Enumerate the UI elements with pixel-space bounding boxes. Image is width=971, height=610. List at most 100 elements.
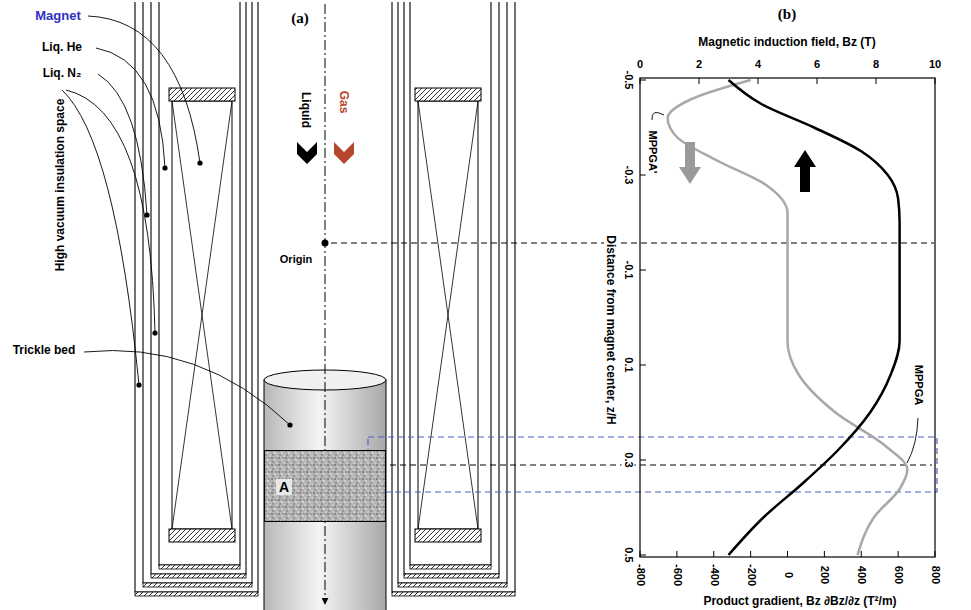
tick: [824, 551, 825, 557]
liquid-flow-chevron: [297, 142, 317, 164]
flow-label: Gas: [337, 89, 351, 116]
cryostat: [62, 2, 937, 610]
curve-label: MPPGA: [912, 363, 925, 407]
tick: [750, 551, 751, 557]
tick: [935, 78, 936, 84]
tick: [876, 78, 877, 84]
panel-label: (a): [289, 10, 311, 27]
vessel-bottom: [410, 565, 491, 569]
tick: [935, 551, 936, 557]
plot-frame: [640, 78, 935, 557]
leader-line: [96, 48, 165, 168]
region-a-guide: [390, 465, 932, 466]
vessel-bottom: [151, 574, 246, 578]
tick: [640, 365, 646, 366]
vessel-wall: [410, 2, 491, 565]
tick-label: -0.1: [622, 259, 635, 282]
leader-dot: [197, 160, 202, 165]
vessel-wall: [159, 2, 240, 565]
leader-line: [62, 90, 139, 385]
origin-dot: [322, 240, 329, 247]
coil-cap: [169, 88, 235, 101]
coil-cap: [169, 529, 235, 542]
field-curve: [729, 80, 900, 555]
tick-label: 0.1: [622, 355, 635, 374]
coil-cross: [418, 101, 478, 529]
axis-title: Product gradient, Bz ∂Bz/∂z (T²/m): [701, 594, 898, 608]
tick: [640, 78, 641, 84]
tick: [817, 78, 818, 84]
tick-label: 600: [892, 564, 905, 586]
part-label: Magnet: [33, 8, 83, 23]
tick: [758, 78, 759, 84]
region-label: A: [276, 479, 292, 495]
tick: [713, 551, 714, 557]
coil-cross: [172, 101, 232, 529]
bed-band: [265, 451, 386, 522]
vessel-bottom: [135, 592, 258, 596]
product-gradient-curve: [668, 80, 908, 555]
coil-cap: [415, 88, 481, 101]
axis-arrow: [679, 142, 701, 184]
vessel-bottom: [404, 574, 499, 578]
tick-label: -600: [670, 562, 683, 588]
tick-label: 8: [871, 58, 881, 71]
axis-arrow: [794, 150, 816, 192]
part-label: Trickle bed: [11, 343, 78, 357]
tick: [676, 551, 677, 557]
tick-label: -400: [707, 562, 720, 588]
leader-line: [652, 112, 664, 120]
panel-label: (b): [776, 6, 798, 23]
flow-label: Liquid: [299, 90, 313, 130]
part-label: Liq. He: [40, 40, 84, 54]
curve-label: MPPGA': [646, 129, 659, 176]
vessel-wall: [143, 2, 252, 583]
origin-guide: [331, 243, 934, 244]
tick-label: 0: [781, 570, 794, 580]
tick-label: 10: [927, 58, 943, 71]
tick-label: 400: [855, 564, 868, 586]
leader-line: [84, 351, 290, 425]
vessel-wall: [404, 2, 499, 574]
tick-label: 200: [818, 564, 831, 586]
tick-label: -0.3: [622, 164, 635, 187]
leader-line: [907, 418, 918, 463]
tick-label: 0: [635, 58, 645, 71]
chart: [640, 78, 935, 557]
tick-label: -200: [744, 562, 757, 588]
tick-label: 0.3: [622, 450, 635, 469]
leader-dot: [287, 422, 292, 427]
gas-flow-chevron: [334, 142, 354, 164]
tick: [640, 80, 646, 81]
vessel-bottom: [398, 583, 507, 587]
tick: [640, 551, 641, 557]
leader-line: [88, 16, 200, 163]
magnet-coil: [418, 101, 478, 529]
part-label: High vacuum insulation space: [53, 97, 67, 274]
bed-region: A: [264, 450, 386, 522]
part-label: Liq. N₂: [41, 66, 84, 80]
tick-label: 4: [753, 58, 763, 71]
tick: [640, 270, 646, 271]
vessel-wall: [398, 2, 507, 583]
vessel-bottom: [143, 583, 252, 587]
part-label: Origin: [278, 253, 314, 266]
vessel-bottom: [159, 565, 240, 569]
tick: [640, 460, 646, 461]
axis-title: Distance from magnet center, z/H: [604, 233, 618, 426]
magnet-coil: [172, 101, 232, 529]
leader-line: [66, 90, 155, 333]
coil-cap: [415, 529, 481, 542]
tick-label: 800: [929, 564, 942, 586]
leader-dot: [162, 165, 167, 170]
tick-label: 2: [694, 58, 704, 71]
region-a-frame: [368, 437, 937, 492]
tick: [898, 551, 899, 557]
vessel-bottom: [392, 592, 515, 596]
axis-title: Magnetic induction field, Bz (T): [696, 35, 877, 49]
tick-label: -800: [634, 562, 647, 588]
vessel-wall: [151, 2, 246, 574]
tick: [861, 551, 862, 557]
